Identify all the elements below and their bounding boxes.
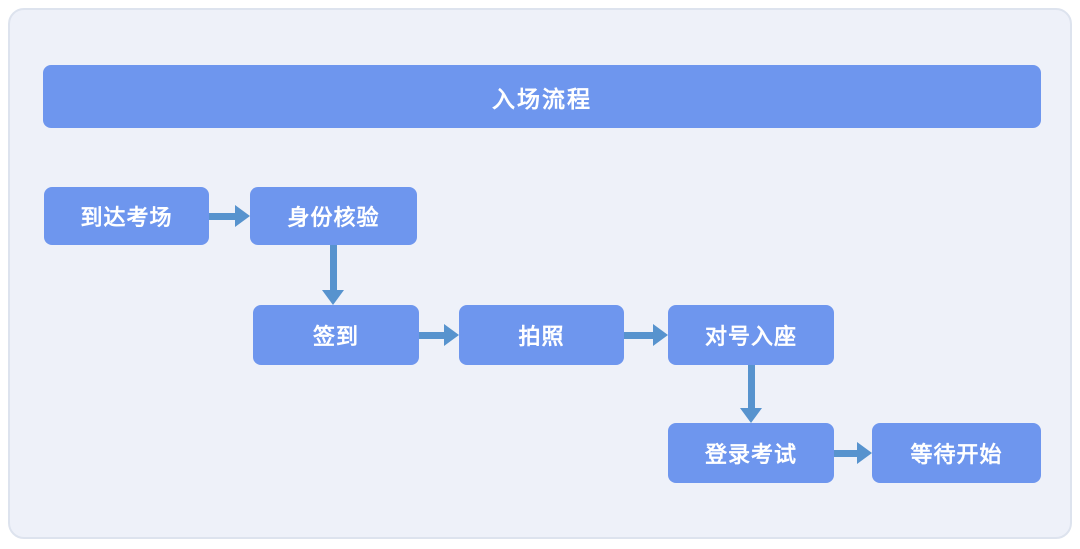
arrow-down-icon <box>321 245 345 305</box>
arrow-stem <box>209 212 235 220</box>
arrow-head <box>444 324 459 346</box>
arrow-stem <box>624 331 653 339</box>
arrow-stem <box>747 365 755 408</box>
arrow-head <box>740 408 762 423</box>
arrow-down-icon <box>739 365 763 423</box>
arrow-stem <box>834 449 857 457</box>
flow-node-identity-check: 身份核验 <box>250 187 417 245</box>
flow-node-take-seat: 对号入座 <box>668 305 834 365</box>
flow-node-sign-in: 签到 <box>253 305 419 365</box>
flow-node-label: 签到 <box>312 324 359 349</box>
diagram-title: 入场流程 <box>492 85 592 112</box>
flowchart-canvas: 入场流程 到达考场 身份核验 签到 拍照 对号入座 登录考试 <box>8 8 1072 539</box>
flow-node-arrive: 到达考场 <box>44 187 209 245</box>
arrow-right-icon <box>419 323 459 347</box>
flow-node-label: 拍照 <box>518 324 565 349</box>
flow-node-label: 等待开始 <box>910 442 1003 467</box>
flow-node-wait-start: 等待开始 <box>872 423 1041 483</box>
arrow-head <box>322 290 344 305</box>
flow-node-label: 对号入座 <box>704 324 797 349</box>
flow-node-label: 登录考试 <box>704 442 797 467</box>
diagram-title-bar: 入场流程 <box>43 65 1041 128</box>
arrow-head <box>653 324 668 346</box>
arrow-head <box>857 442 872 464</box>
arrow-stem <box>419 331 444 339</box>
flow-node-photo: 拍照 <box>459 305 624 365</box>
arrow-stem <box>329 245 337 290</box>
flow-node-label: 到达考场 <box>80 205 173 230</box>
flow-node-login-exam: 登录考试 <box>668 423 834 483</box>
arrow-right-icon <box>834 441 872 465</box>
arrow-head <box>235 205 250 227</box>
arrow-right-icon <box>209 204 250 228</box>
arrow-right-icon <box>624 323 668 347</box>
flow-node-label: 身份核验 <box>287 205 380 230</box>
